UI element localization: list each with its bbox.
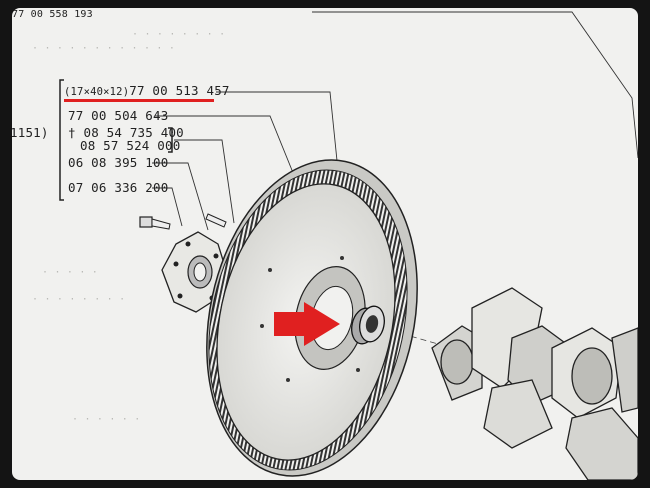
leader-lines [152,11,638,309]
hub-plate [161,231,227,313]
bolt-ref-b: 08 57 524 000 [80,138,181,153]
faint-text: · · · · · · · · [132,29,226,40]
leader-flywheel [155,115,301,191]
highlight-arrow [274,302,340,346]
dagger-mark: † [68,125,76,140]
bearing-ref: 77 00 513 457 [129,83,230,98]
leader-top [312,11,638,159]
exploded-diagram [59,11,638,480]
pin-ref: 06 08 395 100 [68,155,169,170]
side-ref: 1151) [12,125,49,140]
leader-pin [152,162,209,231]
highlight-underline [64,99,214,102]
bolt-part-row-a: † 08 54 735 400 [68,126,184,140]
pin [205,213,227,228]
top-ref: 77 00 558 193 [12,9,93,20]
faint-text: · · · · · [42,267,98,278]
screw [139,216,171,230]
faint-text: · · · · · · · · · · · · [32,43,176,54]
list-bracket [59,79,64,201]
bolt-ref-a: 08 54 735 400 [83,125,184,140]
bearing-part-row: (17×40×12)77 00 513 457 [64,84,230,99]
crankshaft [431,287,638,480]
pilot-bearing [351,305,385,345]
small-bracket [168,127,173,153]
catalog-sheet: · · · · · · · · · · · · · · · · · · · · … [12,8,638,480]
bearing-size: (17×40×12) [64,86,130,98]
faint-text: · · · · · · [72,414,141,425]
flywheel-ref: 77 00 504 643 [68,108,169,123]
leader-screw [152,187,183,227]
faint-text: · · · · · · · · [32,294,126,305]
leader-bolt [174,139,235,224]
screw-ref: 07 06 336 200 [68,180,169,195]
